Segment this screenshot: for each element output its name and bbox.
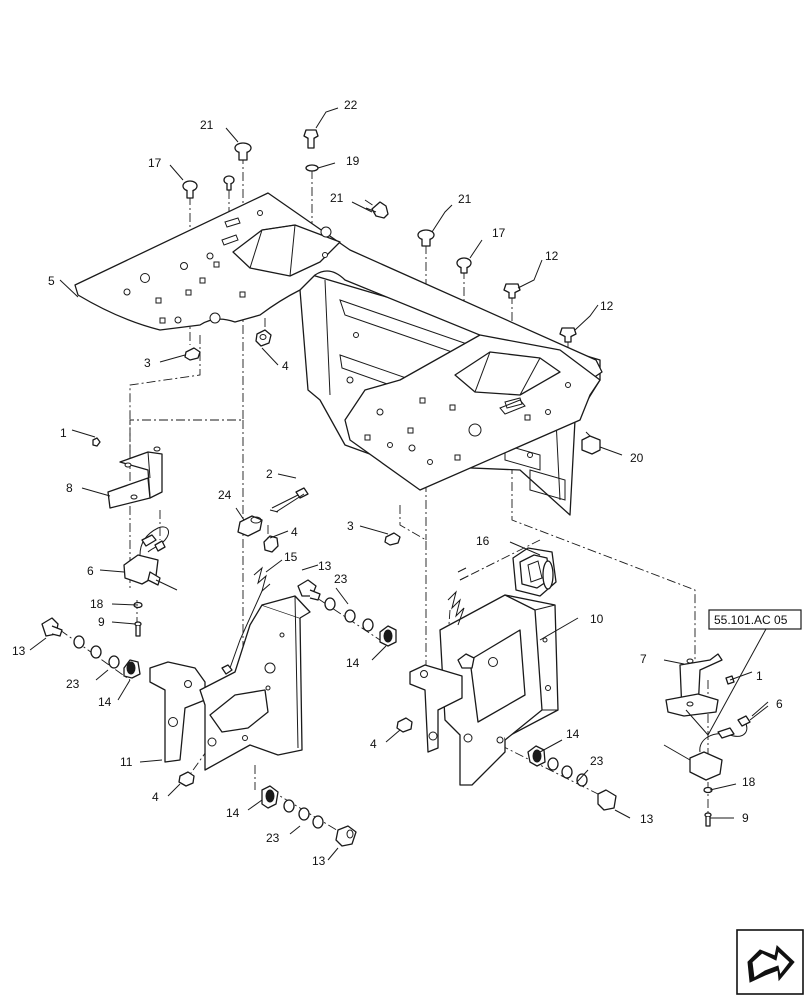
callout-label: 9 [742,811,749,825]
left-bushing-stack [41,579,397,847]
callout-label: 2 [266,467,273,481]
callout-label: 21 [458,192,472,206]
callout-label: 17 [492,226,506,240]
callout-label: 4 [291,525,298,539]
callout-label: 13 [312,854,326,868]
callout-label: 6 [776,697,783,711]
callout-label: 8 [66,481,73,495]
right-pedal-bracket [396,547,617,811]
clip-20 [581,431,601,455]
callout-label: 10 [590,612,604,626]
callout-label: 20 [630,451,644,465]
callout-label: 23 [266,831,280,845]
callout-label: 23 [334,572,348,586]
callout-label: 21 [200,118,214,132]
callout-label: 16 [476,534,490,548]
callout-label: 18 [742,775,756,789]
callout-label: 3 [347,519,354,533]
callout-label: 7 [640,652,647,666]
callout-label: 1 [60,426,67,440]
callout-label: 11 [120,755,133,769]
callout-label: 14 [346,656,360,670]
callout-label: 13 [640,812,654,826]
callout-label: 14 [566,727,580,741]
callout-label: 5 [48,274,55,288]
callout-label: 22 [344,98,358,112]
left-pedal-bracket [149,487,311,787]
callout-labels: 1 1 2 3 3 4 4 4 4 5 6 6 7 8 9 9 10 11 12… [12,98,783,868]
callout-leaders [29,107,773,861]
callout-label: 18 [90,597,104,611]
callout-label: 19 [346,154,360,168]
callout-label: 23 [66,677,80,691]
callout-label: 12 [600,299,614,313]
callout-label: 15 [284,550,298,564]
callout-label: 4 [282,359,289,373]
callout-label: 23 [590,754,604,768]
callout-label: 14 [98,695,112,709]
top-fasteners [182,129,577,343]
reference-callout-label: 55.101.AC 05 [714,613,788,627]
main-platform-weldment [74,192,603,516]
next-page-arrow-icon[interactable] [736,929,804,995]
callout-label: 4 [370,737,377,751]
callout-label: 1 [756,669,763,683]
callout-label: 14 [226,806,240,820]
right-sensor-assembly [663,653,751,827]
callout-label: 13 [318,559,332,573]
callout-label: 12 [545,249,559,263]
callout-label: 9 [98,615,105,629]
left-sensor-assembly [92,437,178,637]
callout-label: 17 [148,156,162,170]
callout-label: 13 [12,644,26,658]
callout-label: 24 [218,488,232,502]
reference-callout[interactable]: 55.101.AC 05 [708,609,802,630]
callout-label: 6 [87,564,94,578]
callout-label: 21 [330,191,344,205]
callout-label: 4 [152,790,159,804]
callout-label: 3 [144,356,151,370]
nuts-upper [184,329,401,546]
